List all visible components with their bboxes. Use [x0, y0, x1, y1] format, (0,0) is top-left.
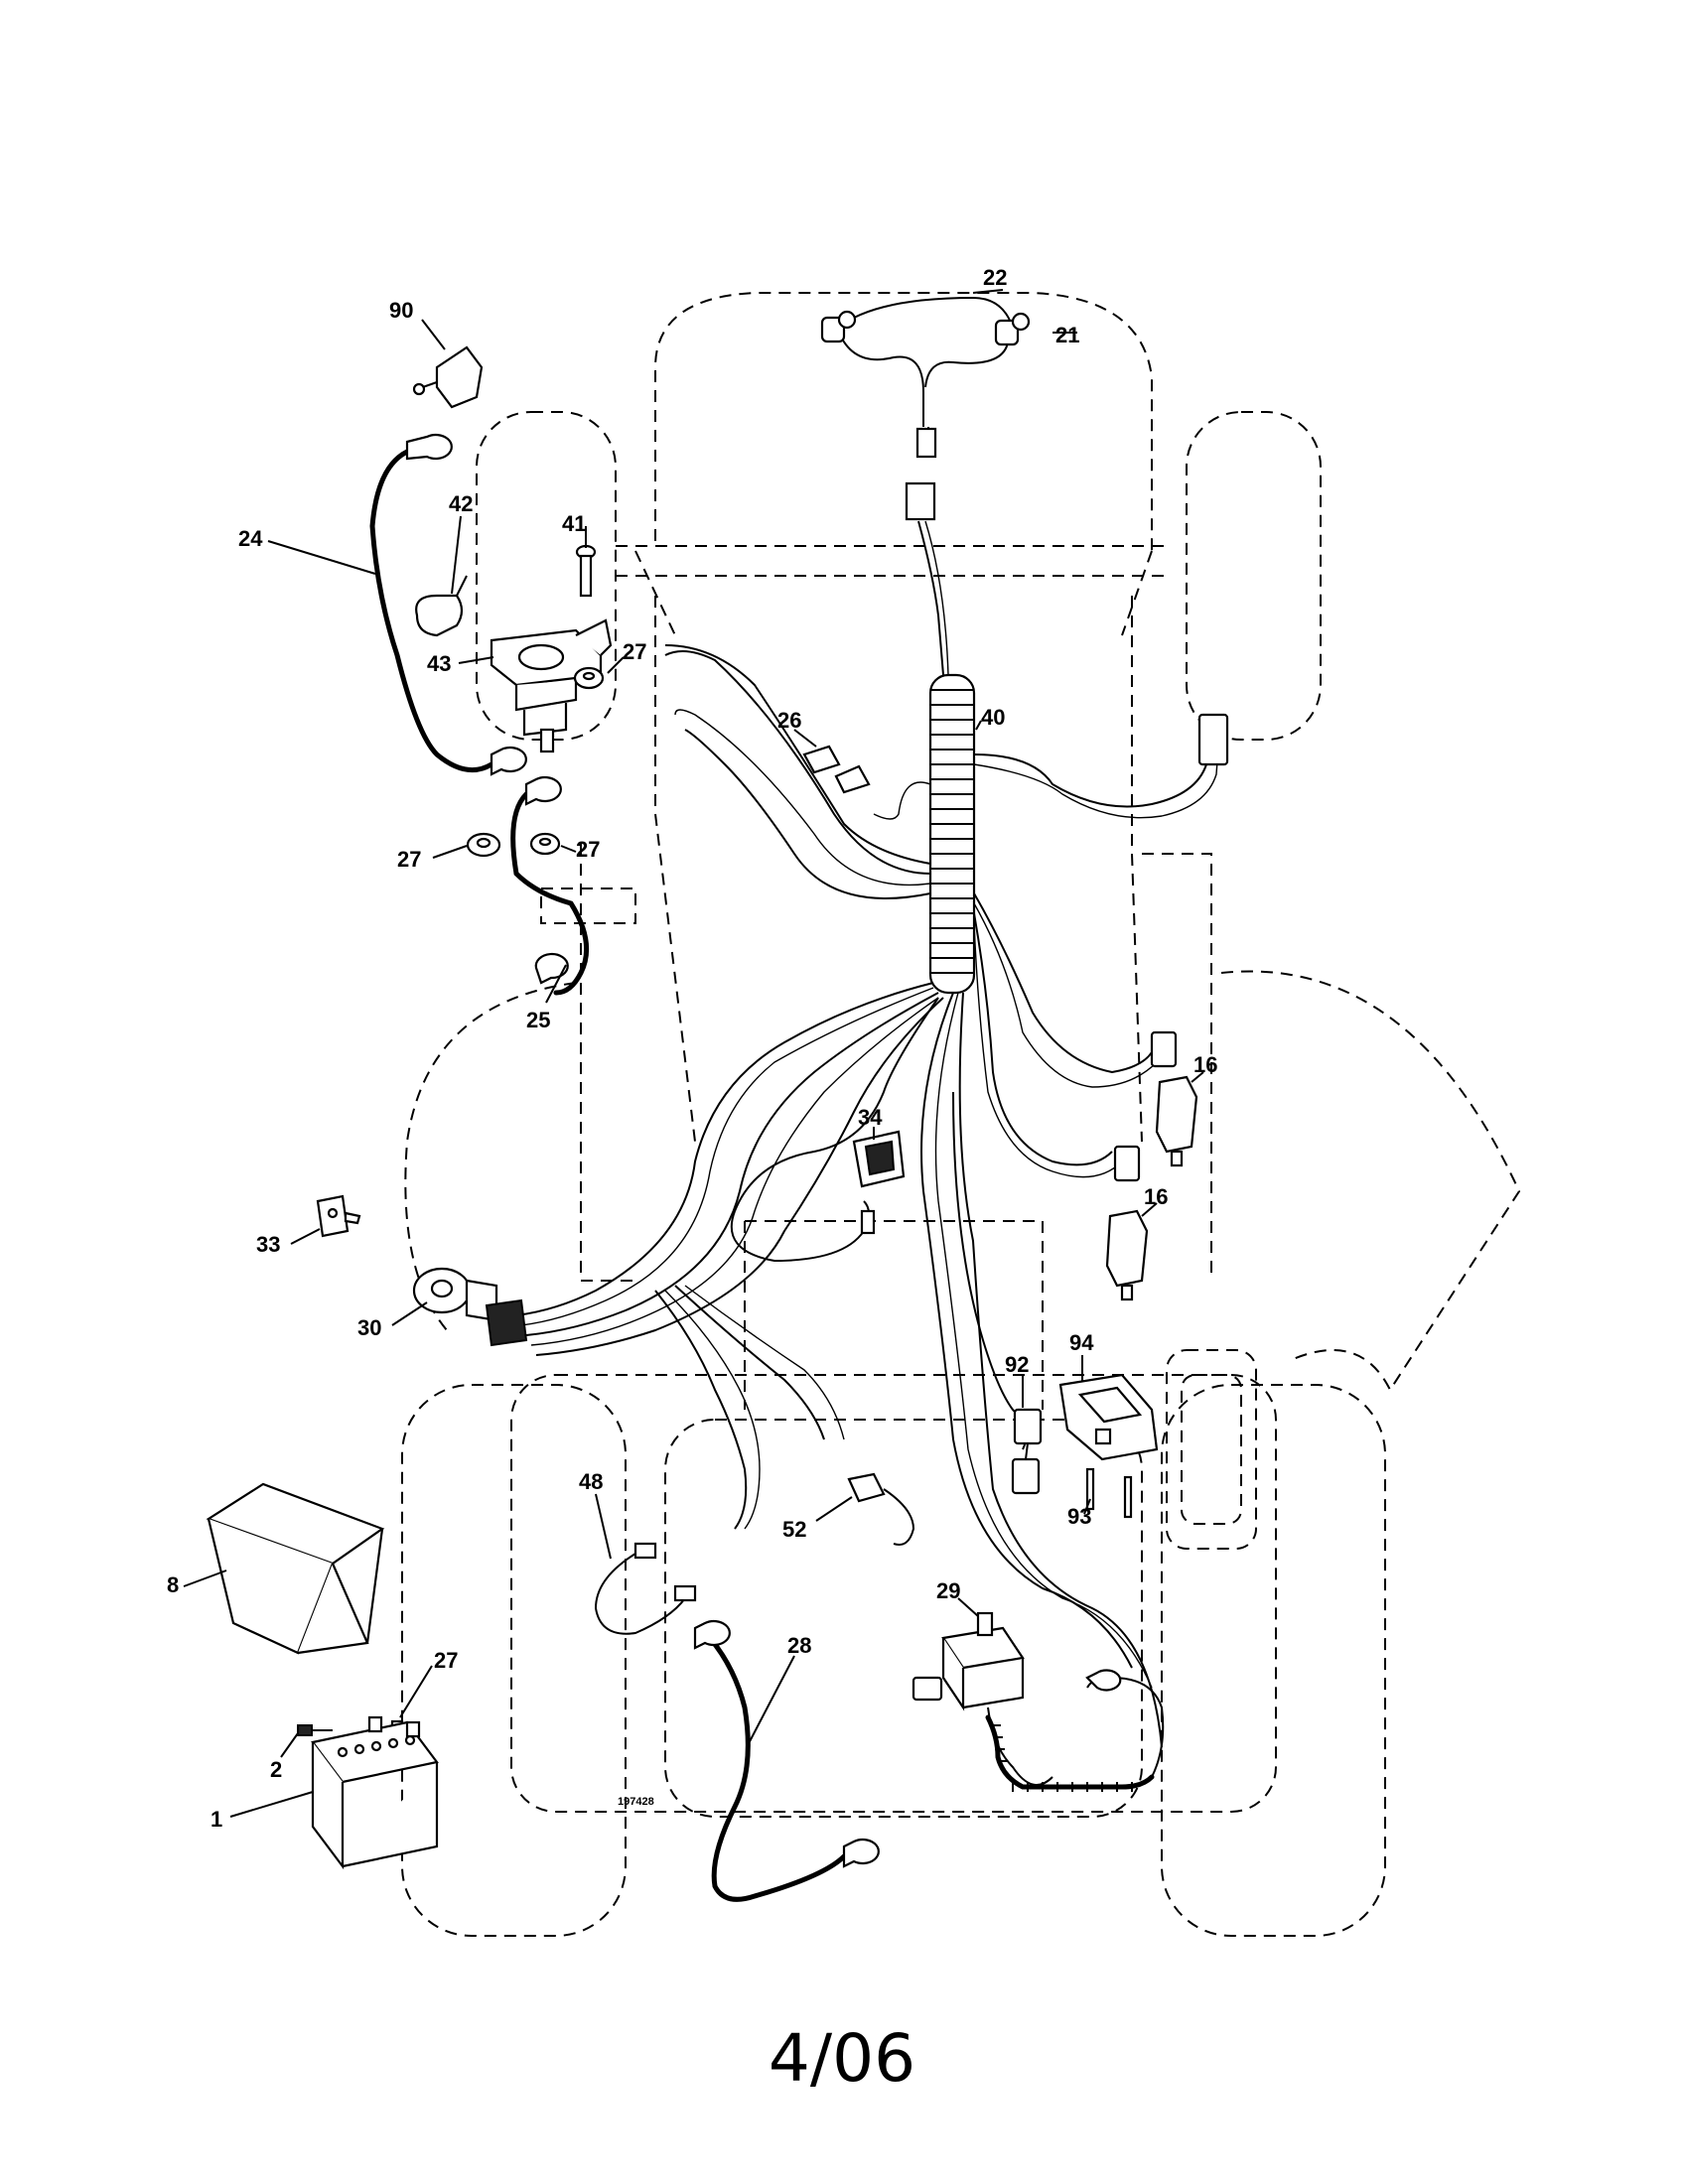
part-94-module — [1058, 1373, 1159, 1461]
callout-16-upper: 16 — [1193, 1052, 1217, 1077]
frame-right-rail — [1131, 596, 1143, 1143]
callout-27-upper: 27 — [623, 639, 646, 664]
part-30-ignition — [412, 1267, 528, 1347]
cable-25-ring-bottom — [534, 952, 569, 985]
rear-left-wheel-outline — [401, 1384, 627, 1937]
callout-26: 26 — [777, 708, 801, 733]
rear-left-wheel-circle — [404, 982, 577, 1331]
part-1-battery — [311, 1715, 439, 1870]
part-90-boot — [412, 345, 484, 409]
part-26-fuse — [802, 745, 871, 794]
main-wire-harness — [515, 520, 1229, 1748]
callout-8: 8 — [167, 1572, 179, 1597]
callout-43: 43 — [427, 651, 451, 676]
part-28-ground-cable — [693, 1619, 880, 1902]
callout-40: 40 — [981, 705, 1005, 730]
plunger-switch-lower — [1105, 1209, 1149, 1301]
frame-left-rail — [654, 596, 696, 1143]
callout-16-lower: 16 — [1144, 1184, 1168, 1209]
tractor-outline — [401, 292, 1521, 1937]
part-92-connectors — [1011, 1408, 1043, 1495]
callout-27-right: 27 — [576, 837, 600, 862]
callout-48: 48 — [579, 1469, 603, 1494]
harness-loom — [928, 673, 976, 995]
part-93-screws — [1085, 1467, 1133, 1519]
callout-28: 28 — [787, 1633, 811, 1658]
frame-crossbar-outline — [616, 545, 1172, 636]
switch-connector-upper — [1150, 1030, 1178, 1068]
headlight-connector — [905, 481, 936, 521]
drawing-number: 197428 — [618, 1796, 654, 1808]
part-16-switches — [1105, 1075, 1198, 1301]
callout-41: 41 — [562, 511, 586, 536]
headlight-socket-right — [994, 319, 1020, 346]
callout-27-left: 27 — [397, 847, 421, 872]
part-34-switch — [852, 1130, 906, 1235]
part-43-solenoid — [490, 618, 613, 753]
nut-27-right — [529, 832, 561, 856]
callout-93: 93 — [1067, 1504, 1091, 1529]
callout-92: 92 — [1005, 1352, 1029, 1377]
part-8-battery-tray — [206, 1482, 385, 1655]
part-2-bolt — [297, 1724, 333, 1736]
battery-cable-24 — [369, 433, 527, 776]
frame-mid-right — [1142, 853, 1212, 1281]
callout-34: 34 — [858, 1105, 883, 1130]
front-right-wheel-outline — [1186, 411, 1322, 741]
callout-90: 90 — [389, 298, 413, 323]
callout-21: 21 — [1055, 323, 1079, 347]
callout-94: 94 — [1069, 1330, 1094, 1355]
cable-28-ring-bottom — [842, 1838, 880, 1868]
part-33-key — [316, 1194, 361, 1238]
part-48-jumper — [594, 1542, 697, 1635]
frame-mid-left — [580, 844, 635, 1282]
plunger-switch-upper — [1155, 1075, 1198, 1167]
headlight-harness — [820, 296, 1031, 521]
cable-28-ring-top — [693, 1619, 731, 1650]
callout-25: 25 — [526, 1008, 550, 1032]
part-42-boot — [415, 575, 468, 637]
pedal-outline — [1166, 1349, 1257, 1550]
headlight-socket-left — [820, 316, 846, 343]
headlight-bulb-left — [837, 310, 857, 330]
cable-24-ring-top — [405, 433, 453, 461]
pedal-inner-outline — [1181, 1374, 1242, 1525]
seat-pan-outline — [664, 1419, 1143, 1818]
seat-switch-connector — [1197, 713, 1229, 766]
battery-cable-25 — [510, 775, 590, 996]
callout-2: 2 — [270, 1757, 282, 1782]
body-outline — [744, 1220, 1044, 1410]
deck-outline — [510, 1374, 1277, 1813]
cable-25-ring-top — [524, 775, 562, 806]
right-fender-outline — [1220, 970, 1521, 1393]
front-left-wheel-outline — [476, 411, 617, 741]
pto-coil — [985, 1714, 1155, 1792]
nut-27-left — [466, 832, 501, 858]
headlight-plug — [915, 427, 937, 459]
bracket-outline — [540, 887, 636, 924]
page-date: 4/06 — [768, 2020, 916, 2097]
callouts: 22 21 90 42 41 24 43 27 26 40 27 27 — [167, 265, 1217, 1832]
callout-27-battery: 27 — [434, 1648, 458, 1673]
cable-24-ring-bottom — [490, 746, 527, 776]
callout-52: 52 — [782, 1517, 806, 1542]
callout-29: 29 — [936, 1578, 960, 1603]
part-27-nuts — [390, 666, 605, 1741]
part-52-plug — [847, 1472, 915, 1546]
callout-22: 22 — [983, 265, 1007, 290]
part-29-pto-switch — [912, 1611, 1165, 1792]
hood-outline — [654, 292, 1153, 556]
callout-1: 1 — [210, 1807, 222, 1832]
callout-42: 42 — [449, 491, 473, 516]
nut-27-upper — [573, 666, 605, 690]
callout-30: 30 — [357, 1315, 381, 1340]
part-41-bolt — [575, 544, 597, 598]
headlight-bulb-right — [1011, 312, 1031, 332]
callout-24: 24 — [238, 526, 263, 551]
switch-connector-lower — [1113, 1145, 1141, 1182]
rear-right-wheel-outline — [1161, 1384, 1386, 1937]
callout-33: 33 — [256, 1232, 280, 1257]
